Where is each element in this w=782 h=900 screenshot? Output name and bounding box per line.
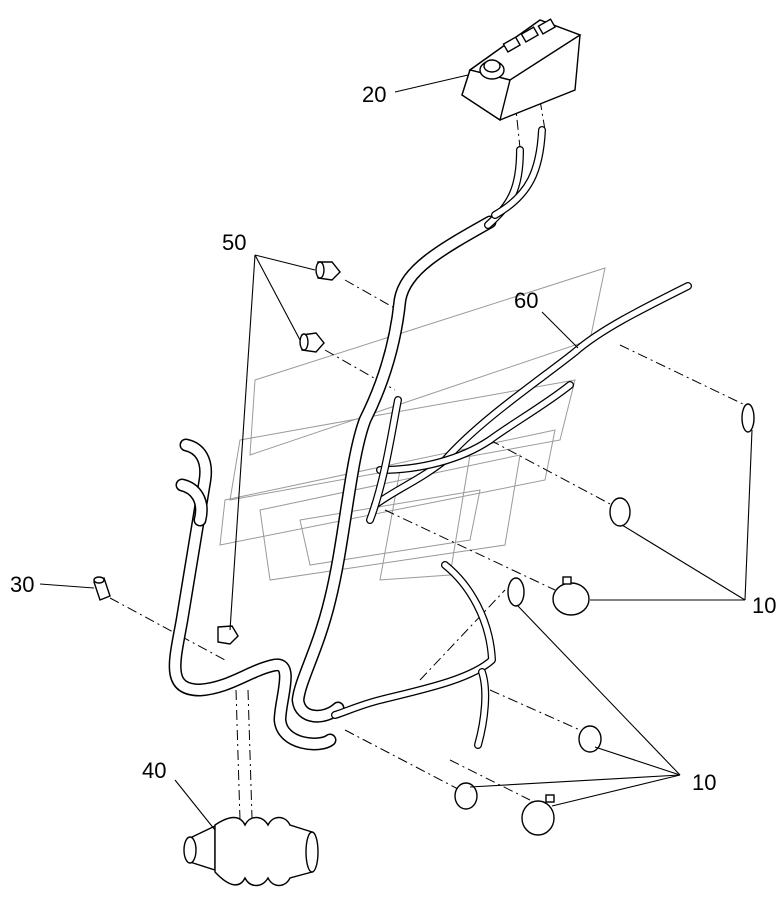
watermark-logo bbox=[219, 267, 606, 581]
callout-40: 40 bbox=[142, 758, 166, 783]
leader-lines bbox=[39, 74, 753, 831]
callout-50: 50 bbox=[222, 230, 246, 255]
valve-block-part-20 bbox=[461, 18, 582, 122]
callout-10-lower: 10 bbox=[692, 770, 716, 795]
clamp-part-10-a bbox=[741, 403, 755, 433]
clamp-part-10-e bbox=[578, 725, 602, 753]
callout-20: 20 bbox=[362, 82, 386, 107]
main-hose bbox=[291, 215, 497, 723]
clamp-part-10-d bbox=[507, 577, 525, 607]
fitting-part-30 bbox=[93, 576, 111, 601]
heater-hose bbox=[168, 438, 337, 751]
connector-part-50-c bbox=[217, 625, 239, 645]
callout-60: 60 bbox=[514, 288, 538, 313]
clamp-part-10-b bbox=[609, 497, 631, 527]
clamp-part-10-f bbox=[454, 782, 478, 810]
clamp-part-10-g bbox=[521, 794, 555, 836]
assembly-lines bbox=[109, 99, 746, 821]
callout-30: 30 bbox=[10, 572, 34, 597]
connector-part-50-a bbox=[315, 261, 341, 281]
connector-part-50-b bbox=[299, 332, 325, 353]
bellows-part-40 bbox=[183, 816, 319, 887]
clamp-part-10-c bbox=[552, 576, 590, 616]
callout-10-upper: 10 bbox=[752, 593, 776, 618]
lower-tubes bbox=[331, 561, 496, 749]
branch-tubes bbox=[484, 126, 546, 229]
return-tube-60 bbox=[366, 282, 692, 524]
